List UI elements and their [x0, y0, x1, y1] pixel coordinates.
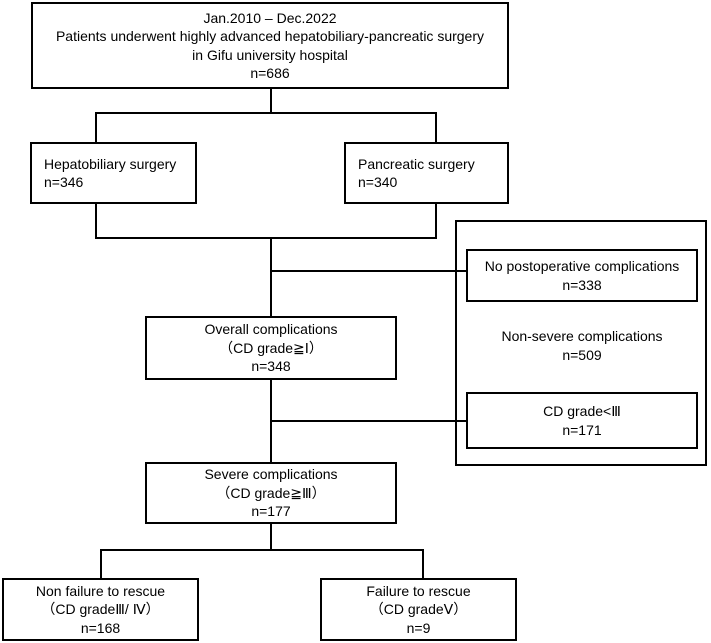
connector-severe-down: [270, 522, 272, 550]
hepatobiliary-count: n=346: [44, 174, 84, 190]
connector-to-failure: [422, 549, 424, 578]
connector-merge-horizontal: [95, 237, 437, 239]
connector-top-down: [270, 87, 272, 113]
patients-count: n=686: [250, 65, 290, 81]
hospital-name: in Gifu university hospital: [192, 46, 348, 63]
patients-description: Patients underwent highly advanced hepat…: [55, 28, 485, 44]
failure-label: Failure to rescue: [366, 582, 471, 599]
non-failure-box: Non failure to rescue （CD gradeⅢ/ Ⅳ） n=1…: [2, 578, 199, 641]
severe-complications-box: Severe complications （CD grade≧Ⅲ） n=177: [145, 462, 397, 524]
non-severe-summary: Non-severe complications n=509: [466, 327, 698, 364]
non-severe-group: [455, 220, 707, 466]
overall-grade: （CD grade≧Ⅰ）: [219, 339, 323, 356]
connector-bottom-horizontal: [100, 549, 424, 551]
overall-label: Overall complications: [204, 321, 338, 338]
connector-to-pancreatic: [435, 112, 437, 142]
connector-to-no-complications: [270, 270, 467, 272]
connector-pancreatic-down: [435, 202, 437, 238]
connector-to-cd-lt3: [270, 420, 467, 422]
connector-merge-down: [270, 237, 272, 316]
date-range: Jan.2010 – Dec.2022: [203, 9, 337, 26]
pancreatic-label: Pancreatic surgery: [358, 155, 475, 172]
non-failure-label: Non failure to rescue: [35, 582, 166, 599]
cd-lt3-count: n=171: [562, 421, 602, 438]
failure-box: Failure to rescue （CD gradeⅤ） n=9: [320, 578, 517, 641]
severe-grade: （CD grade≧Ⅲ）: [216, 484, 326, 501]
non-failure-count: n=168: [80, 619, 121, 636]
patients-box: Jan.2010 – Dec.2022 Patients underwent h…: [31, 2, 509, 89]
failure-grade: （CD gradeⅤ）: [369, 601, 468, 618]
failure-count: n=9: [406, 619, 431, 636]
severe-count: n=177: [251, 503, 291, 520]
overall-complications-box: Overall complications （CD grade≧Ⅰ） n=348: [145, 316, 397, 380]
overall-count: n=348: [251, 358, 291, 375]
connector-to-hepatobiliary: [95, 112, 97, 142]
no-complications-count: n=338: [562, 276, 602, 293]
severe-label: Severe complications: [204, 466, 338, 483]
cd-lt3-label: CD grade<Ⅲ: [543, 403, 621, 419]
connector-hepatobiliary-down: [95, 202, 97, 238]
pancreatic-box: Pancreatic surgery n=340: [344, 142, 509, 204]
connector-to-non-failure: [100, 549, 102, 578]
pancreatic-count: n=340: [358, 174, 398, 190]
no-complications-box: No postoperative complications n=338: [466, 249, 698, 302]
non-severe-label: Non-severe complications: [501, 328, 663, 344]
connector-split-horizontal: [95, 112, 437, 114]
hepatobiliary-box: Hepatobiliary surgery n=346: [30, 142, 197, 204]
no-complications-label: No postoperative complications: [484, 258, 680, 274]
cd-lt3-box: CD grade<Ⅲ n=171: [466, 392, 698, 449]
non-severe-count: n=509: [562, 346, 602, 363]
hepatobiliary-label: Hepatobiliary surgery: [44, 155, 177, 172]
non-failure-grade: （CD gradeⅢ/ Ⅳ）: [41, 601, 160, 618]
